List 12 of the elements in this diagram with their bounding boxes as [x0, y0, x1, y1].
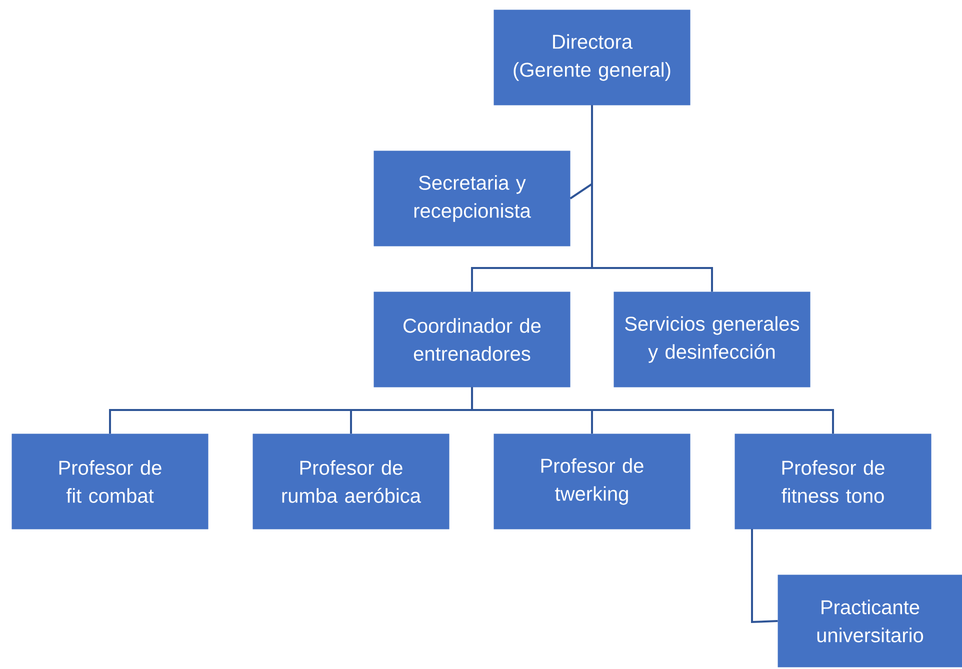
- org-box: Servicios generales y desinfección: [614, 292, 810, 388]
- connector-line: [471, 387, 834, 434]
- org-box: Directora (Gerente general): [494, 10, 690, 106]
- org-box: Profesor de twerking: [494, 434, 690, 530]
- connector-line: [591, 105, 713, 292]
- connector-line: [751, 529, 778, 624]
- org-box: Profesor de fit combat: [12, 434, 208, 530]
- org-box: Practicante universitario: [778, 574, 962, 668]
- org-box: Coordinador de entrenadores: [374, 292, 570, 388]
- org-box: Secretaria y recepcionista: [374, 150, 570, 246]
- org-box: Profesor de rumba aeróbica: [252, 434, 450, 530]
- org-box: Profesor de fitness tono: [734, 434, 932, 530]
